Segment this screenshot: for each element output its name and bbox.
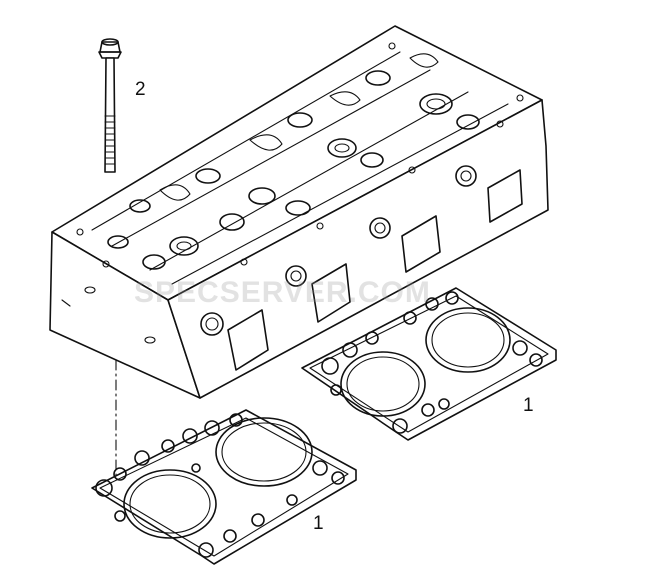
head-gasket-left (91, 409, 357, 565)
callout-bolt: 2 (135, 79, 146, 100)
head-gasket-right (301, 287, 557, 441)
valve-seats (107, 70, 480, 270)
head-bolt (98, 38, 122, 497)
callout-gasket-right: 1 (523, 395, 534, 416)
cylinder-head (49, 25, 549, 399)
port-openings (200, 165, 523, 371)
callout-gasket-left: 1 (313, 513, 324, 534)
watermark-text: SPECSERVER.COM (134, 276, 431, 309)
